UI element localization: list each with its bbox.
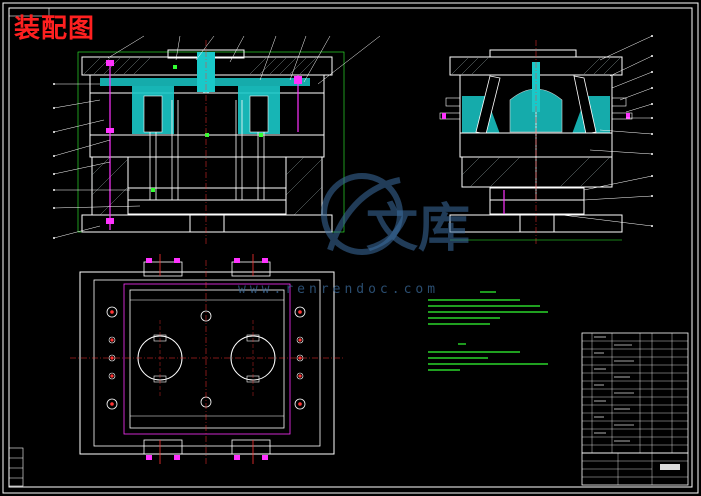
watermark-url: www.renrendoc.com [238,282,440,297]
watermark-logo [321,173,403,255]
side-section-view [439,35,653,245]
sheet-corner-label-block [8,447,24,487]
plan-view [70,254,344,464]
parts-list-table [581,332,689,486]
front-section-view [53,35,381,245]
sheet-inner-border [8,7,693,488]
sheet-top-left-box [8,7,50,17]
technical-notes [428,291,548,371]
drawing-title: 装配图 [14,14,96,44]
watermark-text: 文库 [366,198,471,259]
